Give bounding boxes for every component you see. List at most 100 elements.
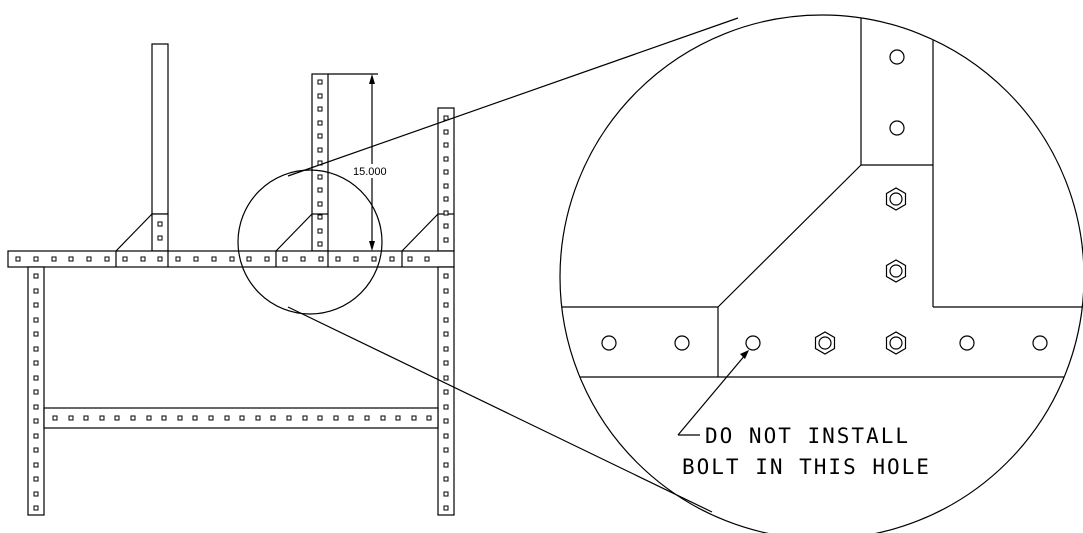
left-upright-post — [151, 43, 169, 215]
hex-bolt-icon — [814, 331, 836, 355]
hole-icon — [889, 49, 905, 65]
detail-callout-circle — [237, 169, 383, 315]
frame-hole-icon — [33, 418, 39, 424]
frame-hole-icon — [443, 273, 449, 279]
right-upright-post — [437, 107, 455, 252]
frame-hole-icon — [33, 346, 39, 352]
dimension-value: 15.000 — [353, 166, 387, 178]
frame-hole-icon — [86, 256, 92, 262]
frame-hole-icon — [177, 415, 183, 421]
frame-hole-icon — [286, 415, 292, 421]
frame-hole-icon — [443, 389, 449, 395]
frame-hole-icon — [157, 256, 163, 262]
frame-hole-icon — [364, 415, 370, 421]
frame-hole-icon — [443, 346, 449, 352]
frame-hole-icon — [317, 133, 323, 139]
frame-hole-icon — [411, 415, 417, 421]
frame-hole-icon — [229, 256, 235, 262]
frame-hole-icon — [33, 476, 39, 482]
frame-hole-icon — [443, 404, 449, 410]
frame-hole-icon — [211, 256, 217, 262]
bolt-washer-icon — [889, 192, 903, 206]
frame-hole-icon — [317, 174, 323, 180]
frame-hole-icon — [192, 415, 198, 421]
frame-hole-icon — [443, 447, 449, 453]
note-leader-arrow — [740, 350, 749, 359]
frame-hole-icon — [443, 505, 449, 511]
frame-hole-icon — [333, 415, 339, 421]
hole-icon — [889, 120, 905, 136]
detail-leader-lower — [287, 306, 713, 513]
frame-hole-icon — [443, 237, 449, 243]
dimension-arrow-bottom — [369, 241, 375, 251]
frame-hole-icon — [33, 360, 39, 366]
frame-hole-icon — [443, 169, 449, 175]
frame-hole-icon — [443, 491, 449, 497]
frame-hole-icon — [157, 221, 163, 227]
frame-hole-icon — [443, 317, 449, 323]
frame-hole-icon — [426, 415, 432, 421]
hex-bolt-icon — [885, 187, 907, 211]
frame-hole-icon — [317, 120, 323, 126]
note-line-2: BOLT IN THIS HOLE — [682, 455, 931, 479]
frame-hole-icon — [443, 210, 449, 216]
frame-hole-icon — [33, 256, 39, 262]
frame-hole-icon — [317, 79, 323, 85]
frame-hole-icon — [443, 142, 449, 148]
enlarged-detail: DO NOT INSTALL BOLT IN THIS HOLE — [559, 14, 1083, 533]
frame-hole-icon — [317, 214, 323, 220]
frame-hole-icon — [443, 433, 449, 439]
detail-boundary-circle — [559, 14, 1083, 533]
frame-hole-icon — [255, 415, 261, 421]
frame-hole-icon — [443, 129, 449, 135]
left-post-base-segment — [151, 213, 169, 252]
middle-gusset — [275, 213, 313, 252]
frame-hole-icon — [33, 433, 39, 439]
frame-hole-icon — [302, 415, 308, 421]
frame-hole-icon — [224, 415, 230, 421]
frame-hole-icon — [443, 331, 449, 337]
frame-hole-icon — [443, 302, 449, 308]
frame-hole-icon — [239, 415, 245, 421]
frame-hole-icon — [193, 256, 199, 262]
frame-hole-icon — [317, 106, 323, 112]
frame-hole-icon — [389, 256, 395, 262]
hex-bolt-icon — [885, 259, 907, 283]
frame-hole-icon — [161, 415, 167, 421]
frame-hole-icon — [157, 235, 163, 241]
bolt-washer-icon — [889, 264, 903, 278]
frame-hole-icon — [68, 256, 74, 262]
frame-hole-icon — [33, 273, 39, 279]
frame-hole-icon — [443, 196, 449, 202]
detail-gusset — [717, 164, 862, 377]
hole-icon — [674, 335, 690, 351]
bolt-washer-icon — [889, 336, 903, 350]
frame-hole-icon — [318, 256, 324, 262]
bolt-washer-icon — [818, 336, 832, 350]
top-rail-joints — [115, 251, 403, 267]
frame-hole-icon — [246, 256, 252, 262]
frame-hole-icon — [335, 256, 341, 262]
frame-hole-icon — [395, 415, 401, 421]
frame-hole-icon — [33, 505, 39, 511]
frame-hole-icon — [122, 256, 128, 262]
frame-hole-icon — [407, 256, 413, 262]
frame-hole-icon — [443, 462, 449, 468]
frame-hole-icon — [114, 415, 120, 421]
left-gusset — [115, 213, 153, 252]
frame-hole-icon — [140, 256, 146, 262]
frame-hole-icon — [317, 415, 323, 421]
frame-hole-icon — [104, 256, 110, 262]
frame-hole-icon — [33, 491, 39, 497]
detail-upright-post — [860, 15, 934, 307]
frame-hole-icon — [317, 201, 323, 207]
right-gusset — [401, 213, 439, 252]
frame-hole-icon — [33, 288, 39, 294]
hex-bolt-icon — [885, 331, 907, 355]
hole-no-bolt-icon — [745, 335, 761, 351]
frame-hole-icon — [443, 156, 449, 162]
frame-hole-icon — [443, 183, 449, 189]
hole-icon — [601, 335, 617, 351]
frame-hole-icon — [146, 415, 152, 421]
frame-elevation: 15.000 — [7, 43, 455, 516]
